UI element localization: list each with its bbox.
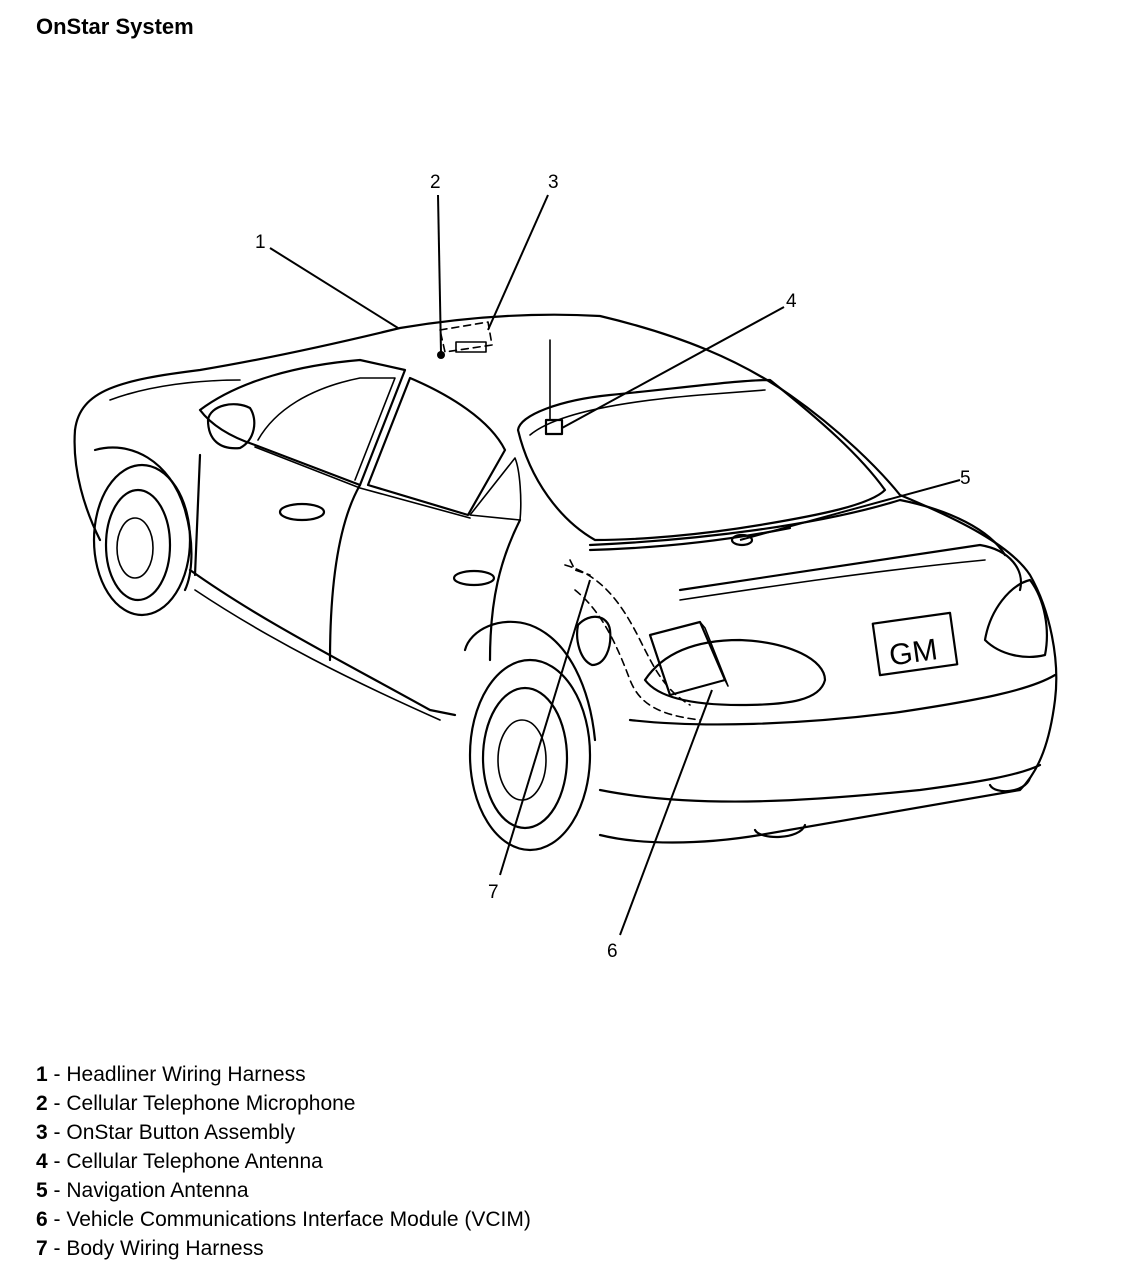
legend-item: 1 - Headliner Wiring Harness <box>36 1060 531 1089</box>
front-door-handle <box>278 502 326 522</box>
front-wheel <box>92 463 192 617</box>
callout-1: 1 <box>255 232 266 253</box>
onstar-system-diagram: GM 1 2 3 4 5 6 7 <box>73 172 1058 962</box>
right-taillight <box>983 578 1048 658</box>
callout-leaders <box>269 194 961 936</box>
legend-list: 1 - Headliner Wiring Harness 2 - Cellula… <box>36 1060 531 1263</box>
roof-console <box>439 321 493 353</box>
callout-6: 6 <box>607 941 618 962</box>
legend-separator: - <box>47 1208 67 1231</box>
rear-window <box>516 378 887 542</box>
trunk-lid <box>588 498 1007 557</box>
body-harness-route <box>564 564 691 706</box>
legend-label: Body Wiring Harness <box>66 1237 264 1260</box>
microphone <box>437 351 445 359</box>
callout-4: 4 <box>786 291 797 312</box>
legend-separator: - <box>47 1150 67 1173</box>
onstar-button <box>455 341 487 353</box>
legend-item: 6 - Vehicle Communications Interface Mod… <box>36 1205 531 1234</box>
exhaust-tip <box>753 823 807 839</box>
callout-5: 5 <box>960 468 971 489</box>
legend-number: 2 <box>36 1092 48 1115</box>
legend-label: Vehicle Communications Interface Module … <box>66 1208 531 1231</box>
callout-7: 7 <box>488 882 499 903</box>
plate-text: GM <box>887 633 939 672</box>
car-illustration: GM <box>73 313 1058 852</box>
callout-3: 3 <box>548 172 559 193</box>
legend-label: Headliner Wiring Harness <box>66 1063 306 1086</box>
legend-number: 4 <box>36 1150 48 1173</box>
legend-separator: - <box>47 1092 67 1115</box>
legend-number: 7 <box>36 1237 48 1260</box>
legend-number: 5 <box>36 1179 48 1202</box>
rear-door-handle <box>452 569 496 587</box>
callout-2: 2 <box>430 172 441 193</box>
legend-label: OnStar Button Assembly <box>66 1121 296 1144</box>
car-body-outline <box>73 313 1058 844</box>
page-title: OnStar System <box>36 14 194 39</box>
car-rocker <box>188 568 457 717</box>
legend-label: Cellular Telephone Antenna <box>66 1150 323 1173</box>
legend-number: 6 <box>36 1208 48 1231</box>
vcim-module <box>648 620 727 697</box>
legend-separator: - <box>47 1237 67 1260</box>
legend-item: 2 - Cellular Telephone Microphone <box>36 1089 531 1118</box>
legend-number: 1 <box>36 1063 48 1086</box>
legend-separator: - <box>47 1179 67 1202</box>
legend-label: Cellular Telephone Microphone <box>66 1092 356 1115</box>
legend-separator: - <box>47 1063 67 1086</box>
rear-wheel <box>468 658 592 852</box>
legend-number: 3 <box>36 1121 48 1144</box>
left-taillight <box>643 638 827 707</box>
legend-separator: - <box>47 1121 67 1144</box>
legend-item: 5 - Navigation Antenna <box>36 1176 531 1205</box>
license-plate <box>871 611 959 677</box>
fuel-door <box>576 615 612 667</box>
rear-bumper <box>628 673 1057 726</box>
side-mirror <box>206 403 256 450</box>
legend-label: Navigation Antenna <box>66 1179 249 1202</box>
legend-item: 3 - OnStar Button Assembly <box>36 1118 531 1147</box>
legend-item: 4 - Cellular Telephone Antenna <box>36 1147 531 1176</box>
legend-item: 7 - Body Wiring Harness <box>36 1234 531 1263</box>
